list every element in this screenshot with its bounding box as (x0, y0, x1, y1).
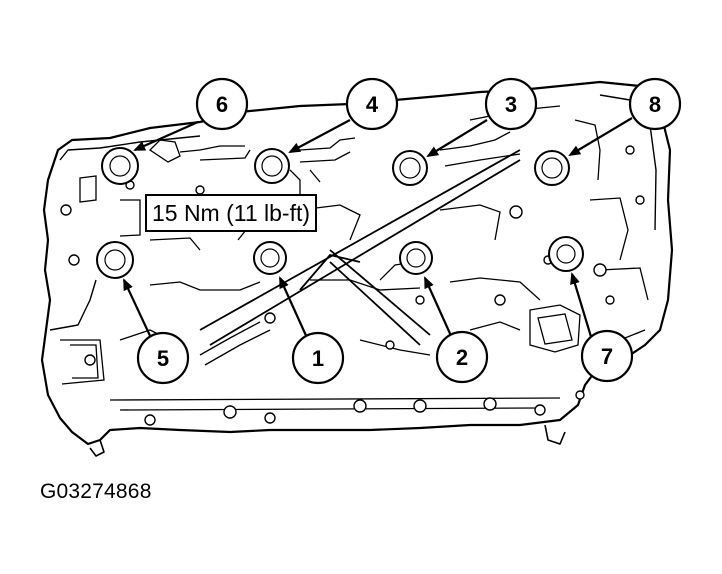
arrow-3 (426, 119, 488, 158)
callout-3: 3 (484, 77, 538, 131)
bolt-4 (254, 148, 290, 184)
torque-spec-label: 15 Nm (11 lb-ft) (145, 194, 317, 232)
callout-5-number: 5 (157, 346, 169, 371)
callout-5: 5 (136, 331, 190, 385)
callout-2: 2 (435, 330, 489, 384)
callout-4-number: 4 (366, 92, 379, 117)
callout-6: 6 (195, 77, 249, 131)
callout-8-number: 8 (649, 92, 661, 117)
arrow-6 (133, 120, 199, 152)
callout-3-number: 3 (505, 92, 517, 117)
callout-8: 8 (628, 77, 682, 131)
callout-2-number: 2 (456, 345, 468, 370)
figure-id: G03274868 (40, 480, 152, 503)
leader-arrows (123, 117, 633, 341)
bolt-2 (399, 241, 433, 275)
bolt-1 (253, 241, 287, 275)
bolt-6 (101, 147, 139, 185)
callout-4: 4 (345, 77, 399, 131)
callout-6-number: 6 (216, 92, 228, 117)
callout-7: 7 (580, 329, 634, 383)
bolt-8 (534, 150, 570, 186)
housing-holes (60, 145, 645, 426)
valve-body-channels (60, 105, 649, 411)
torque-spec-text: 15 Nm (11 lb-ft) (152, 200, 310, 226)
arrow-2 (423, 276, 454, 339)
callout-1: 1 (291, 331, 345, 385)
bolt-3 (392, 150, 428, 186)
callout-1-number: 1 (312, 346, 324, 371)
arrow-8 (568, 117, 633, 157)
arrow-1 (278, 276, 310, 341)
bolt-5 (96, 241, 134, 279)
arrow-4 (288, 119, 351, 153)
cross-struts (199, 149, 521, 346)
callout-7-number: 7 (601, 344, 613, 369)
bolt-7 (548, 236, 584, 272)
arrow-5 (123, 278, 153, 341)
arrow-7 (570, 272, 594, 341)
